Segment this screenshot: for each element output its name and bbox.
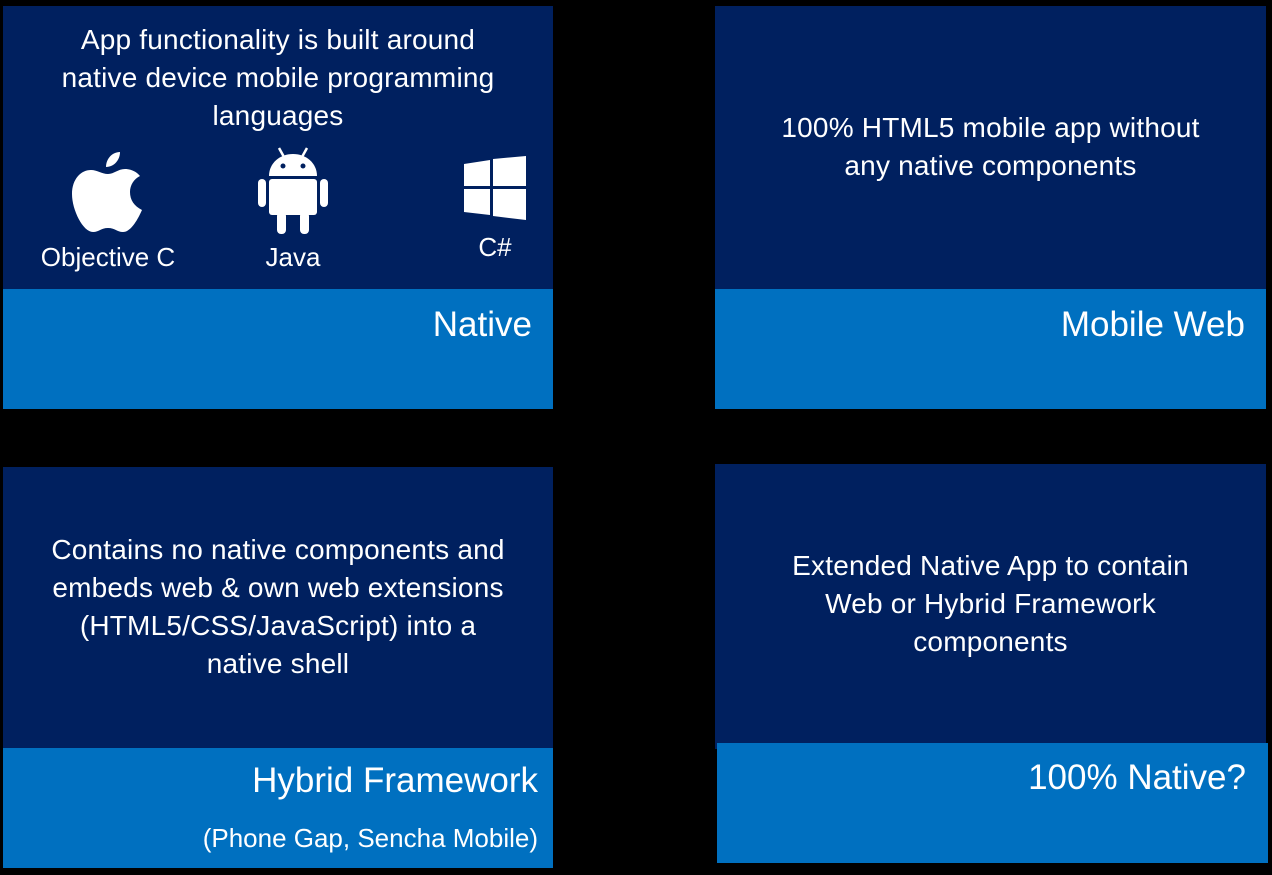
description-line: App functionality is built around (80, 24, 476, 55)
description-line: 100% HTML5 mobile app without (781, 112, 1200, 143)
platform-name: C# (478, 232, 512, 262)
100-native-description: Extended Native App to contain Web or Hy… (715, 547, 1266, 661)
description-line: Contains no native components and (51, 534, 505, 565)
description-line: languages (212, 100, 344, 131)
platform-name: Objective C (40, 242, 176, 272)
mobile-web-box-description-panel: 100% HTML5 mobile app without any native… (715, 6, 1266, 289)
description-line: components (913, 626, 1068, 657)
apple-icon (72, 152, 142, 232)
native-box-label-panel: Native (3, 289, 553, 409)
platform-java: Java (203, 146, 383, 272)
android-icon (258, 147, 328, 234)
description-line: Extended Native App to contain (792, 550, 1189, 581)
native-description: App functionality is built around native… (3, 21, 553, 135)
description-line: (HTML5/CSS/JavaScript) into a (79, 610, 477, 641)
100-native-box-label-panel: 100% Native? (717, 743, 1268, 863)
mobile-web-description: 100% HTML5 mobile app without any native… (715, 109, 1266, 185)
hybrid-framework-box-description-panel: Contains no native components and embeds… (3, 467, 553, 748)
hybrid-framework-label: Hybrid Framework (252, 761, 538, 800)
100-native-box-description-panel: Extended Native App to contain Web or Hy… (715, 464, 1266, 749)
native-label: Native (432, 305, 532, 344)
100-native-label: 100% Native? (1028, 758, 1246, 797)
description-line: any native components (844, 150, 1137, 181)
hybrid-framework-description: Contains no native components and embeds… (3, 531, 553, 683)
mobile-web-box-label-panel: Mobile Web (715, 289, 1266, 409)
description-line: native shell (206, 648, 350, 679)
hybrid-framework-box-label-panel: Hybrid Framework (Phone Gap, Sencha Mobi… (3, 748, 553, 868)
description-line: embeds web & own web extensions (52, 572, 504, 603)
description-line: Web or Hybrid Framework (825, 588, 1156, 619)
windows-icon (464, 156, 526, 220)
description-line: native device mobile programming (61, 62, 495, 93)
platform-csharp: C# (405, 156, 585, 262)
mobile-web-label: Mobile Web (1060, 305, 1245, 344)
hybrid-framework-examples: (Phone Gap, Sencha Mobile) (202, 823, 538, 853)
platform-objective-c: Objective C (18, 150, 198, 272)
native-box-description-panel: App functionality is built around native… (3, 6, 553, 289)
platform-name: Java (265, 242, 321, 272)
